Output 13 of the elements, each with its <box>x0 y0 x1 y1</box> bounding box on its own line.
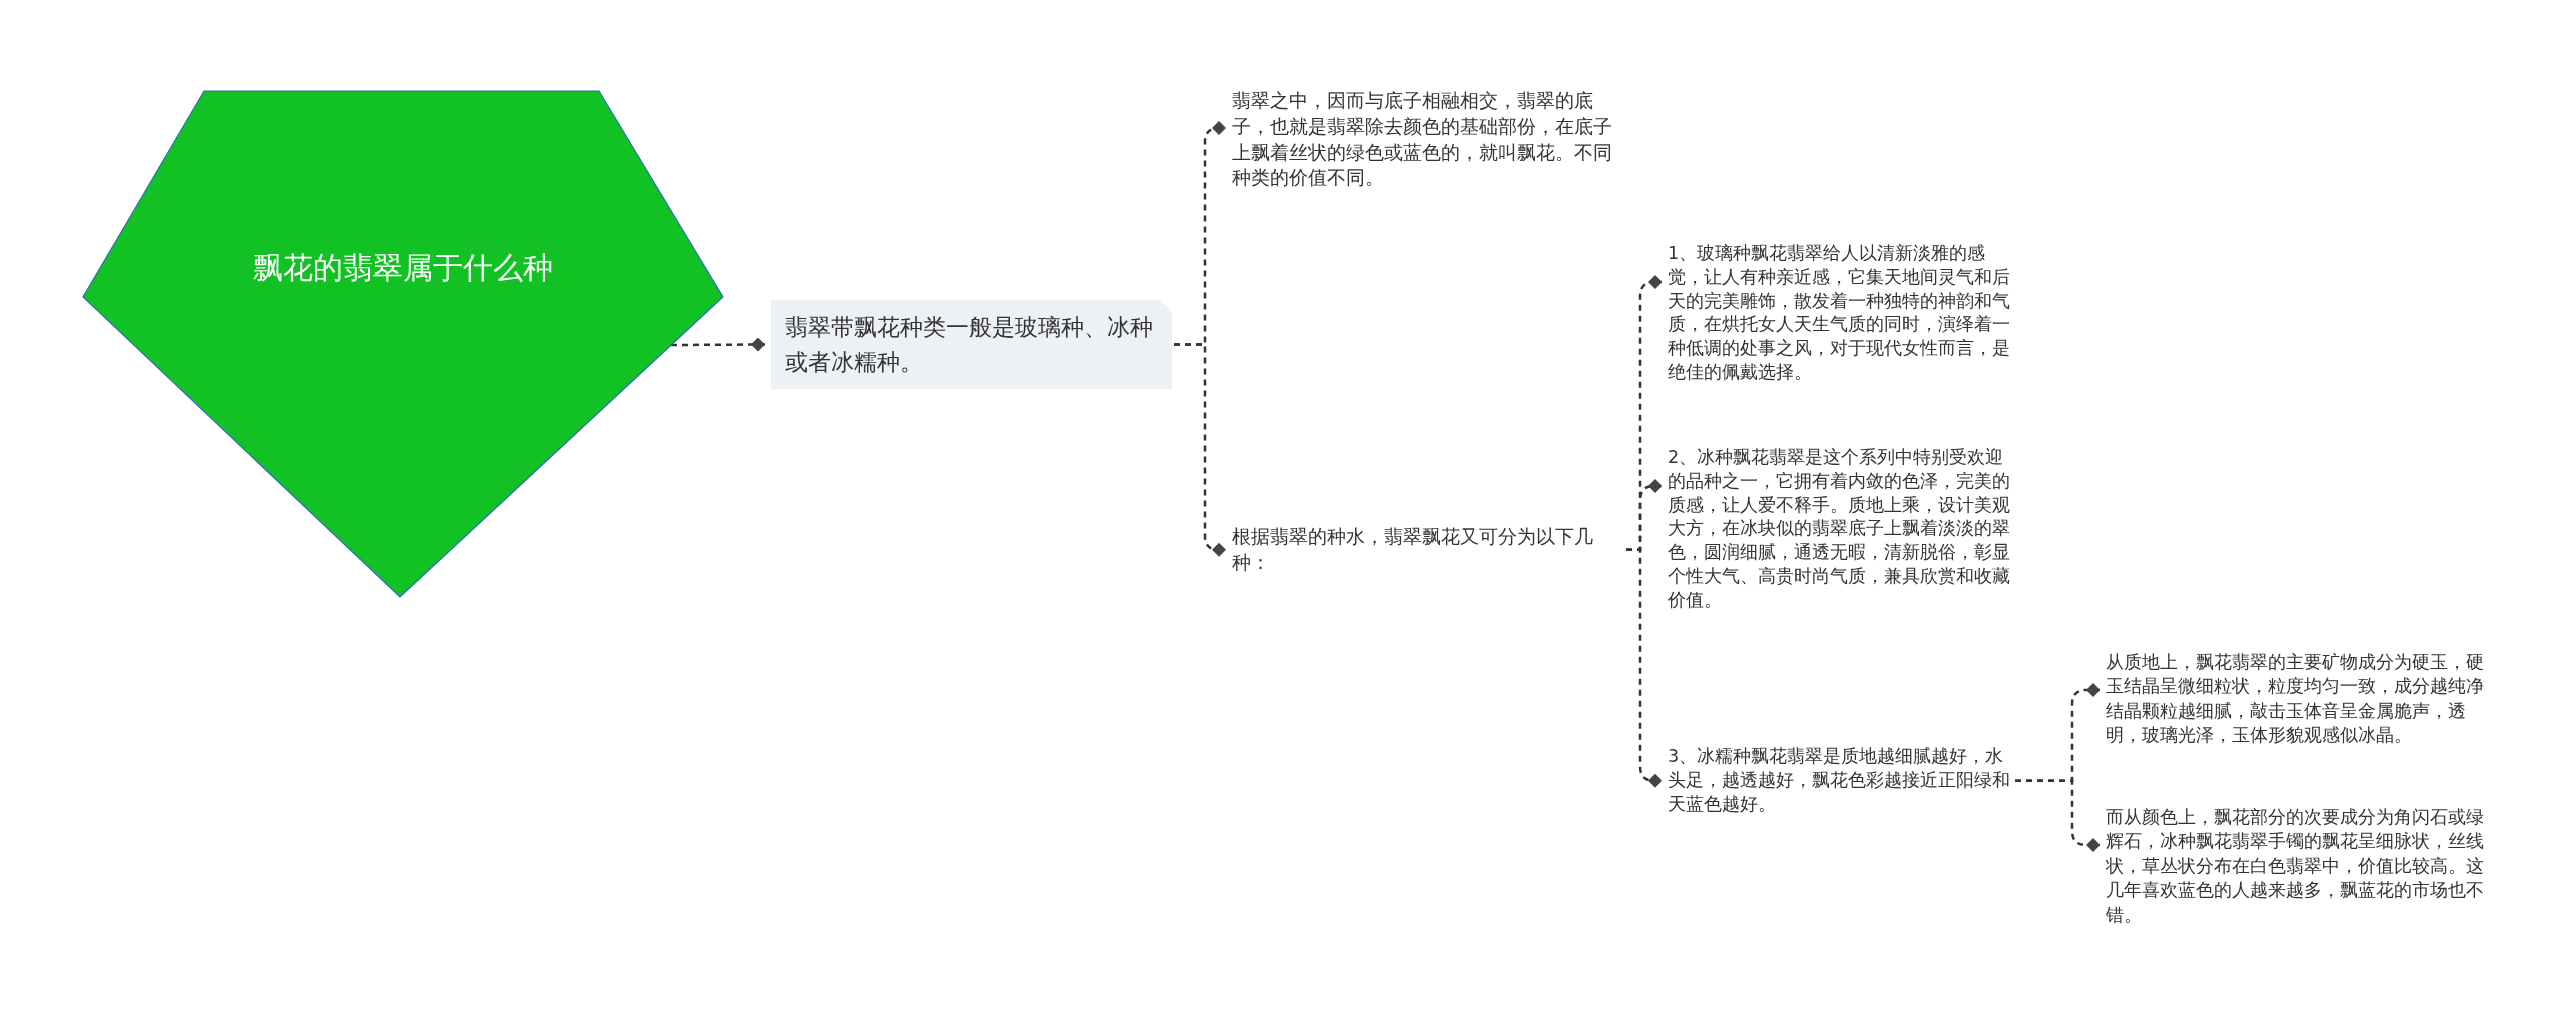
connector <box>1174 343 1226 557</box>
note-text: 2、冰种飘花翡翠是这个系列中特别受欢迎的品种之一，它拥有着内敛的色泽，完美的质感，让人爱不释手。质地上乘，设计美观大方，在冰块似的翡翠底子上飘着淡淡的翠色，圆润细腻，通透无暇，清新脱俗，彰显个性大气、高贵时尚气质，兼具欣赏和收藏价值。 <box>1668 446 2013 613</box>
connector <box>1626 548 1662 788</box>
note-text: 从质地上，飘花翡翠的主要矿物成分为硬玉，硬玉结晶呈微细粒状，粒度均匀一致，成分越纯净结晶颗粒越细腻，敲击玉体音呈金属脆声，透明，玻璃光泽，玉体形貌观感似冰晶。 <box>2106 650 2491 748</box>
topic-box: 翡翠带飘花种类一般是玻璃种、冰种或者冰糯种。 <box>771 300 1172 389</box>
topic-pentagon: 飘花的翡翠属于什么种 <box>82 90 724 598</box>
note-text: 而从颜色上，飘花部分的次要成分为角闪石或绿辉石，冰种飘花翡翠手镯的飘花呈细脉状，丝线状，草丛状分布在白色翡翠中，价值比较高。这几年喜欢蓝色的人越来越多，飘蓝花的市场也不错。 <box>2106 805 2491 928</box>
note-text: 1、玻璃种飘花翡翠给人以清新淡雅的感觉，让人有种亲近感，它集天地间灵气和后天的完美雕饰，散发着一种独特的神韵和气质，在烘托女人天生气质的同时，演绎着一种低调的处事之风，对于现代女性而言，是绝佳的佩戴选择。 <box>1668 242 2013 385</box>
connector <box>2015 779 2100 852</box>
note-text: 3、冰糯种飘花翡翠是质地越细腻越好，水头足，越透越好，飘花色彩越接近正阳绿和天蓝色越好。 <box>1668 745 2013 817</box>
note-text: 翡翠之中，因而与底子相融相交，翡翠的底子，也就是翡翠除去颜色的基础部份，在底子上飘着丝状的绿色或蓝色的，就叫飘花。不同种类的价值不同。 <box>1232 88 1624 192</box>
note-text: 根据翡翠的种水，翡翠飘花又可分为以下几种： <box>1232 524 1624 576</box>
connector <box>671 337 765 352</box>
